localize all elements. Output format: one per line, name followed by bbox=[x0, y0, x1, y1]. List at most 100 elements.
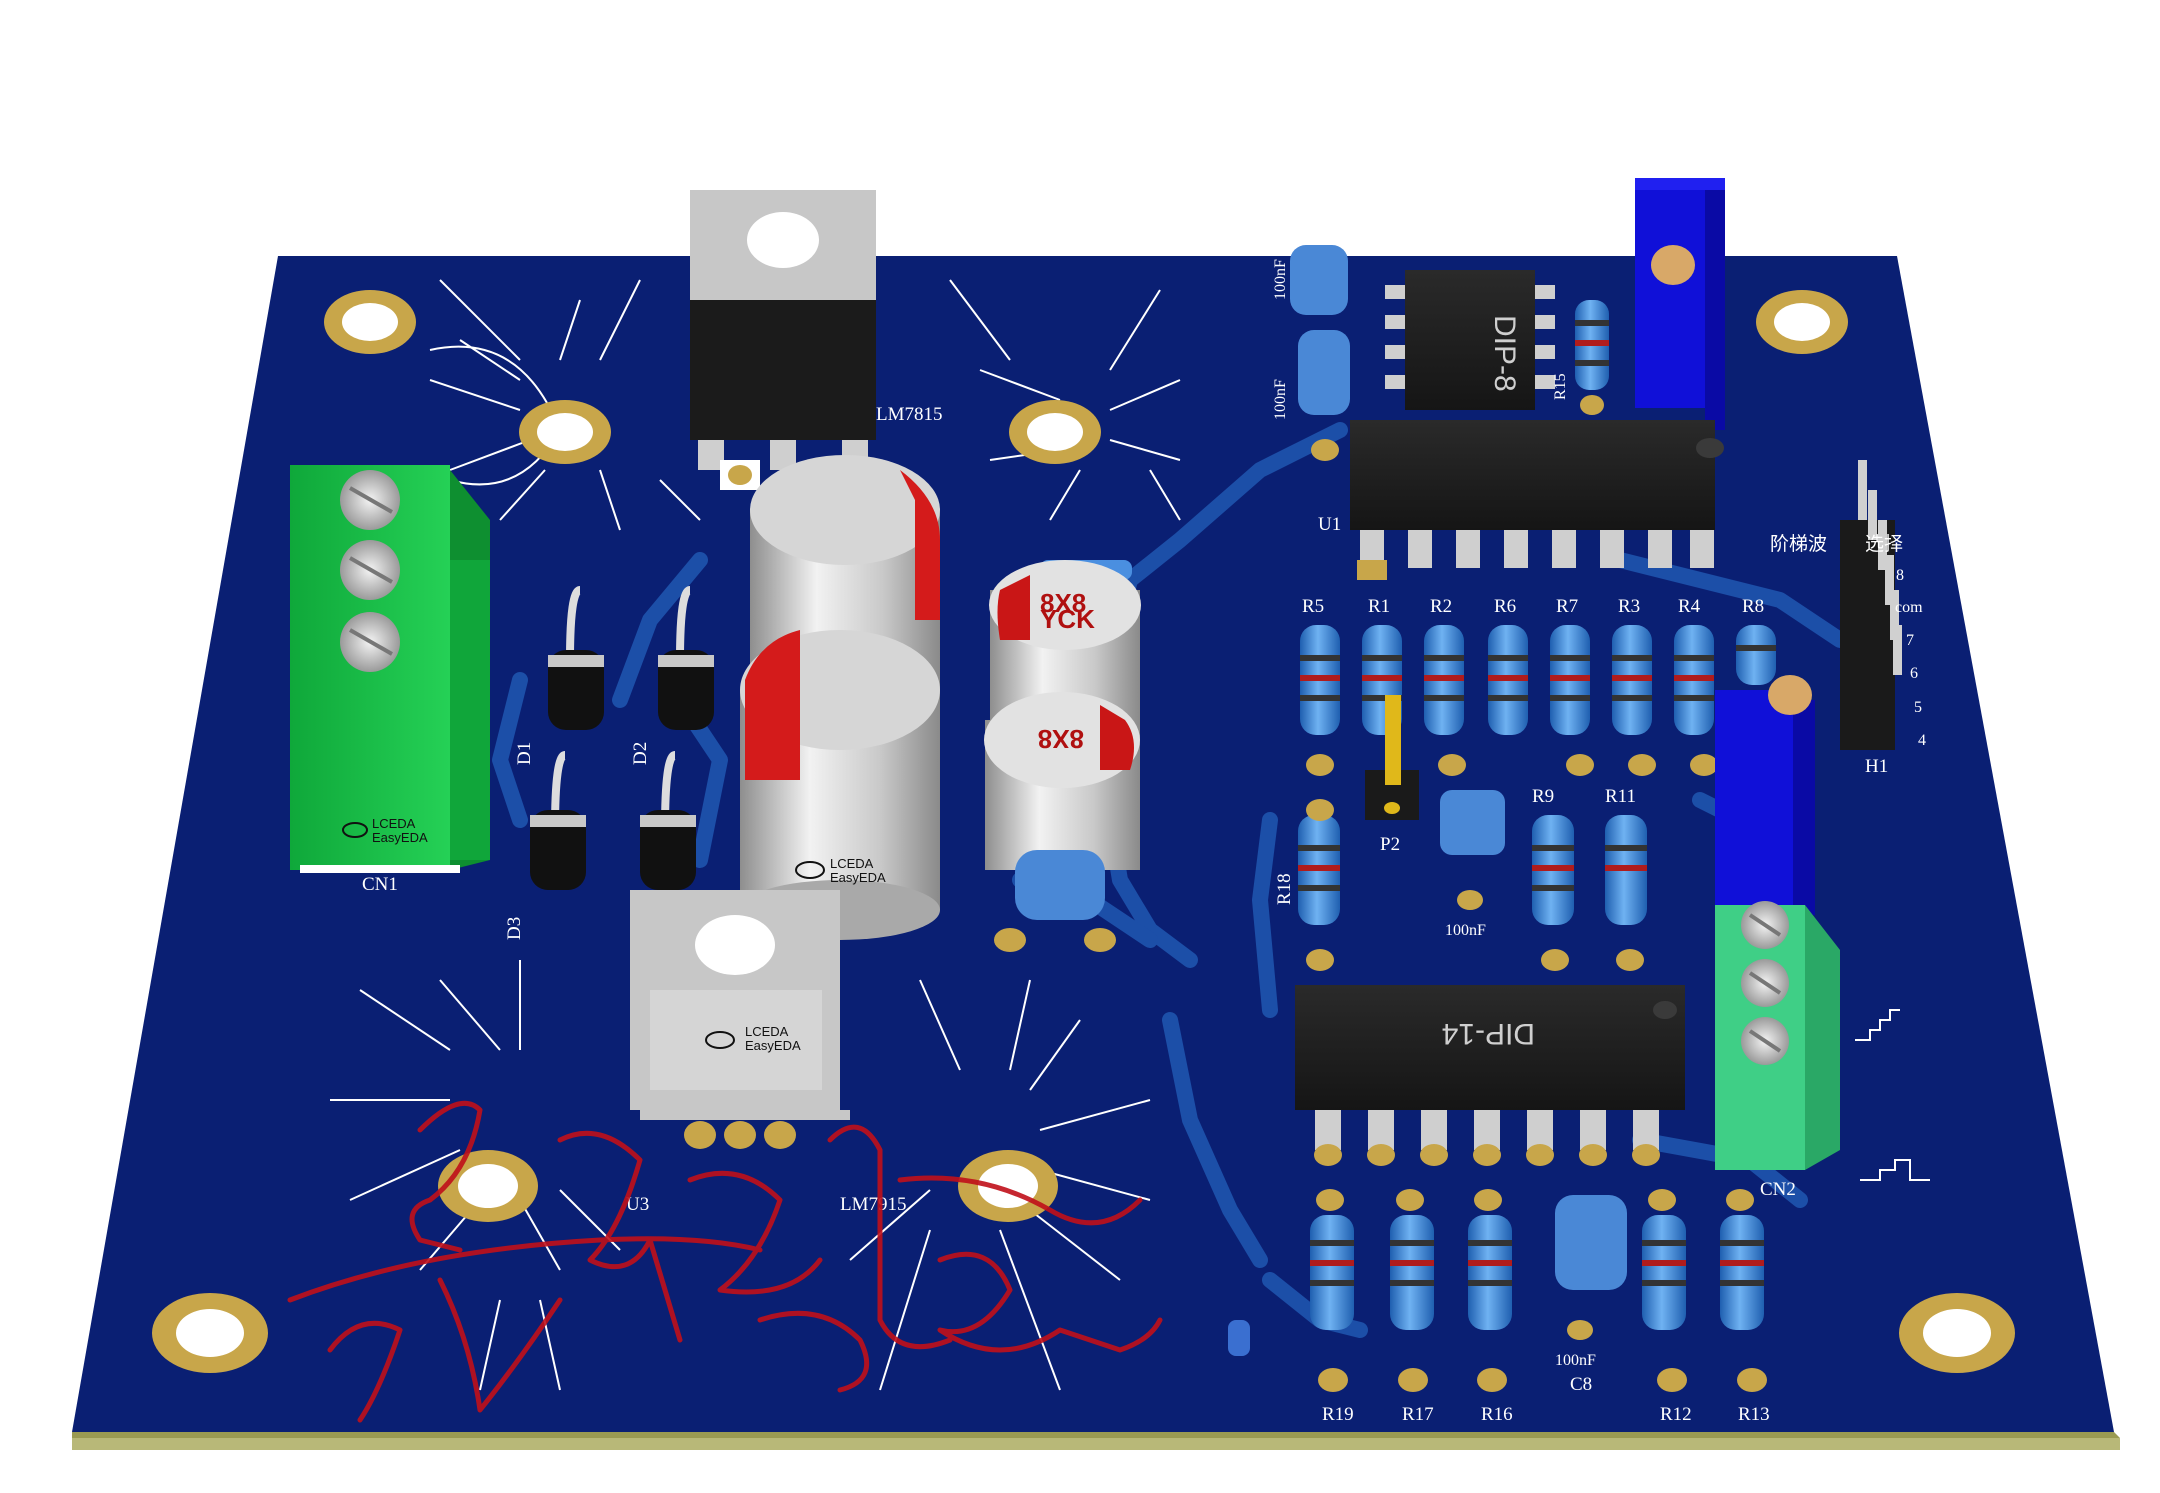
pin-number: 4 bbox=[1918, 732, 1926, 749]
logo-text-lceda: LCEDA bbox=[745, 1024, 789, 1039]
mounting-hole bbox=[519, 400, 611, 464]
lceda-cloud-logo-icon bbox=[795, 861, 825, 879]
silk-r8: R8 bbox=[1742, 596, 1764, 617]
heatsink-outline-bottom-right bbox=[849, 979, 1151, 1391]
silk-r13: R13 bbox=[1738, 1404, 1770, 1425]
resistor-r3 bbox=[1612, 625, 1656, 776]
silk-cn2: CN2 bbox=[1760, 1179, 1796, 1200]
silk-r18: R18 bbox=[1274, 873, 1295, 905]
mounting-hole bbox=[1899, 1293, 2015, 1373]
silk-cap-100nf-2: 100nF bbox=[1272, 379, 1289, 420]
pin-number: 6 bbox=[1910, 665, 1918, 682]
resistor-r9 bbox=[1532, 815, 1574, 971]
resistor-r16 bbox=[1468, 1189, 1512, 1392]
chip-u1 bbox=[1350, 420, 1724, 580]
pin-number: 8 bbox=[1896, 567, 1904, 584]
chip-dip8-label: DIP-8 bbox=[1488, 315, 1521, 392]
silk-r12: R12 bbox=[1660, 1404, 1692, 1425]
ceramic-capacitors-top bbox=[1290, 245, 1350, 461]
silk-r5: R5 bbox=[1302, 596, 1324, 617]
silk-cap-100nf-3: 100nF bbox=[1445, 922, 1486, 939]
logo-text-lceda: LCEDA bbox=[830, 856, 874, 871]
staircase-waveform-icon bbox=[1855, 1009, 1930, 1181]
heatsink-outline-bottom-left bbox=[330, 960, 621, 1391]
silk-d3: D3 bbox=[504, 917, 525, 940]
mounting-holes bbox=[152, 290, 2015, 1373]
resistor-r11 bbox=[1605, 815, 1647, 971]
resistor-r18 bbox=[1298, 799, 1340, 971]
silk-u3: U3 bbox=[626, 1194, 649, 1215]
mounting-hole bbox=[438, 1150, 538, 1222]
resistor-r4 bbox=[1674, 625, 1718, 776]
resistor-r6 bbox=[1488, 625, 1528, 735]
resistor-r19 bbox=[1310, 1189, 1354, 1392]
silk-cap-100nf-4: 100nF bbox=[1555, 1352, 1596, 1369]
silk-c8: C8 bbox=[1570, 1374, 1592, 1395]
test-pad bbox=[1228, 1320, 1250, 1356]
silk-lm7815: LM7815 bbox=[876, 404, 943, 425]
chip-dip14-label: DIP-14 bbox=[1442, 1017, 1535, 1050]
pin-number: 7 bbox=[1906, 632, 1914, 649]
resistor-row-bottom bbox=[1228, 1189, 1767, 1392]
resistor-r17 bbox=[1390, 1189, 1434, 1392]
silk-r17: R17 bbox=[1402, 1404, 1434, 1425]
silk-d1: D1 bbox=[514, 742, 535, 765]
resistor-r2 bbox=[1424, 625, 1466, 776]
resistor-r5 bbox=[1300, 625, 1340, 776]
silk-cap-100nf-1: 100nF bbox=[1272, 259, 1289, 300]
silk-com: com bbox=[1895, 599, 1923, 616]
cap-marking-bottom: 8X8 bbox=[1038, 724, 1084, 754]
resistor-r8 bbox=[1736, 625, 1776, 685]
mounting-hole bbox=[1009, 400, 1101, 464]
handwritten-signature bbox=[287, 1100, 1163, 1423]
logo-text-easyeda: EasyEDA bbox=[830, 870, 886, 885]
silk-r6: R6 bbox=[1494, 596, 1516, 617]
header-pin-numbers: 8 7 6 5 4 bbox=[1896, 567, 1926, 749]
regulator-lm7915: LCEDA EasyEDA bbox=[630, 890, 850, 1149]
silk-r7: R7 bbox=[1556, 596, 1578, 617]
diode-d3 bbox=[530, 751, 586, 890]
trimmer-potentiometer-mid bbox=[1715, 675, 1815, 915]
mounting-hole bbox=[1756, 290, 1848, 354]
resistor-r12 bbox=[1642, 1189, 1687, 1392]
silk-r1: R1 bbox=[1368, 596, 1390, 617]
resistor-row-upper bbox=[1300, 625, 1776, 776]
logo-text-lceda: LCEDA bbox=[372, 816, 416, 831]
silk-d2: D2 bbox=[630, 742, 651, 765]
terminal-block-cn2 bbox=[1715, 901, 1840, 1170]
ceramic-capacitor-c8 bbox=[1555, 1195, 1627, 1340]
diodes bbox=[530, 586, 714, 890]
silk-r16: R16 bbox=[1481, 1404, 1513, 1425]
pin-header-h1 bbox=[1840, 460, 1902, 750]
trimmer-potentiometer-top bbox=[1635, 178, 1725, 430]
chip-dip14 bbox=[1295, 985, 1685, 1166]
silk-r11: R11 bbox=[1605, 786, 1636, 807]
lceda-cloud-logo-icon bbox=[705, 1031, 735, 1049]
electrolytic-capacitors-small bbox=[984, 560, 1141, 870]
silk-r9: R9 bbox=[1532, 786, 1554, 807]
silk-h1: H1 bbox=[1865, 756, 1888, 777]
silk-r4: R4 bbox=[1678, 596, 1701, 617]
mounting-hole bbox=[152, 1293, 268, 1373]
resistor-r15 bbox=[1575, 300, 1609, 415]
silk-u1: U1 bbox=[1318, 514, 1341, 535]
silk-r2: R2 bbox=[1430, 596, 1452, 617]
resistor-r13 bbox=[1720, 1189, 1767, 1392]
silk-r15: R15 bbox=[1552, 373, 1569, 400]
terminal-block-cn1: LCEDA EasyEDA bbox=[290, 465, 490, 873]
ceramic-capacitor bbox=[994, 850, 1116, 952]
silk-r19: R19 bbox=[1322, 1404, 1354, 1425]
silk-title-cn: 阶梯波 bbox=[1770, 533, 1827, 555]
regulator-lm7815 bbox=[690, 190, 876, 490]
silk-lm7915: LM7915 bbox=[840, 1194, 907, 1215]
silk-r3: R3 bbox=[1618, 596, 1640, 617]
logo-text-easyeda: EasyEDA bbox=[372, 830, 428, 845]
cap-brand-top: YCK bbox=[1040, 604, 1095, 634]
silk-select-cn: 选择 bbox=[1865, 533, 1903, 555]
silk-cn1: CN1 bbox=[362, 874, 398, 895]
electrolytic-capacitors-large: LCEDA EasyEDA bbox=[740, 455, 940, 940]
pin-number: 5 bbox=[1914, 699, 1922, 716]
silk-p2: P2 bbox=[1380, 834, 1400, 855]
diode-d1 bbox=[548, 586, 604, 730]
